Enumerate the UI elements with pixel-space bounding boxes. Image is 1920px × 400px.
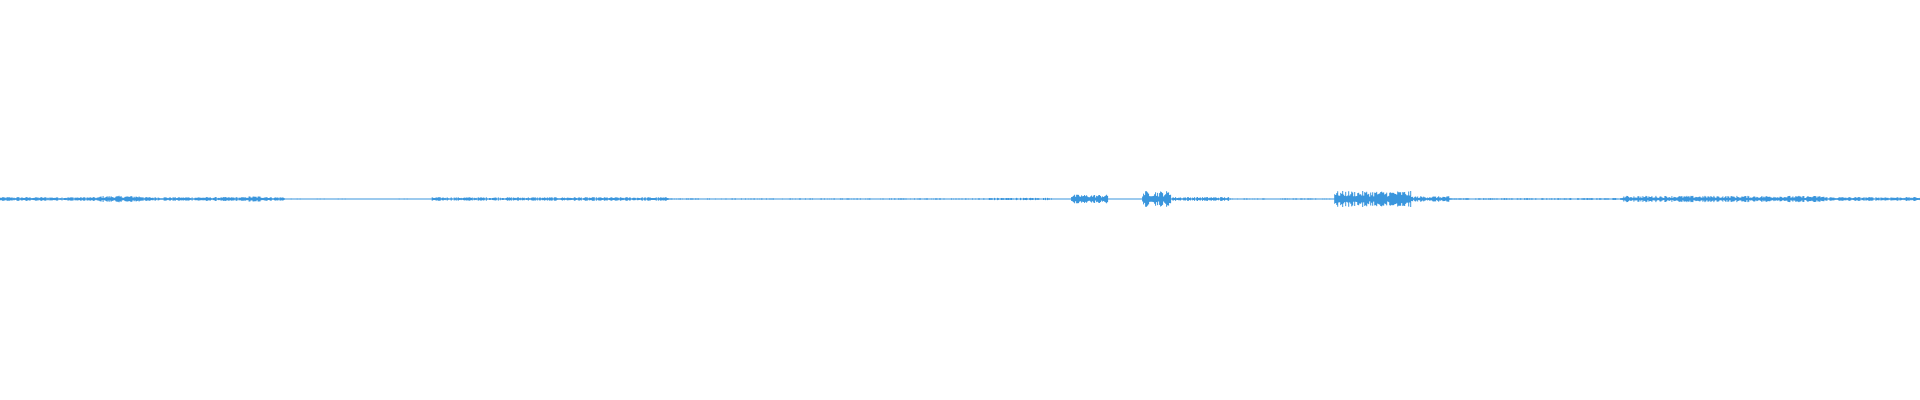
waveform-trace bbox=[0, 191, 1920, 207]
